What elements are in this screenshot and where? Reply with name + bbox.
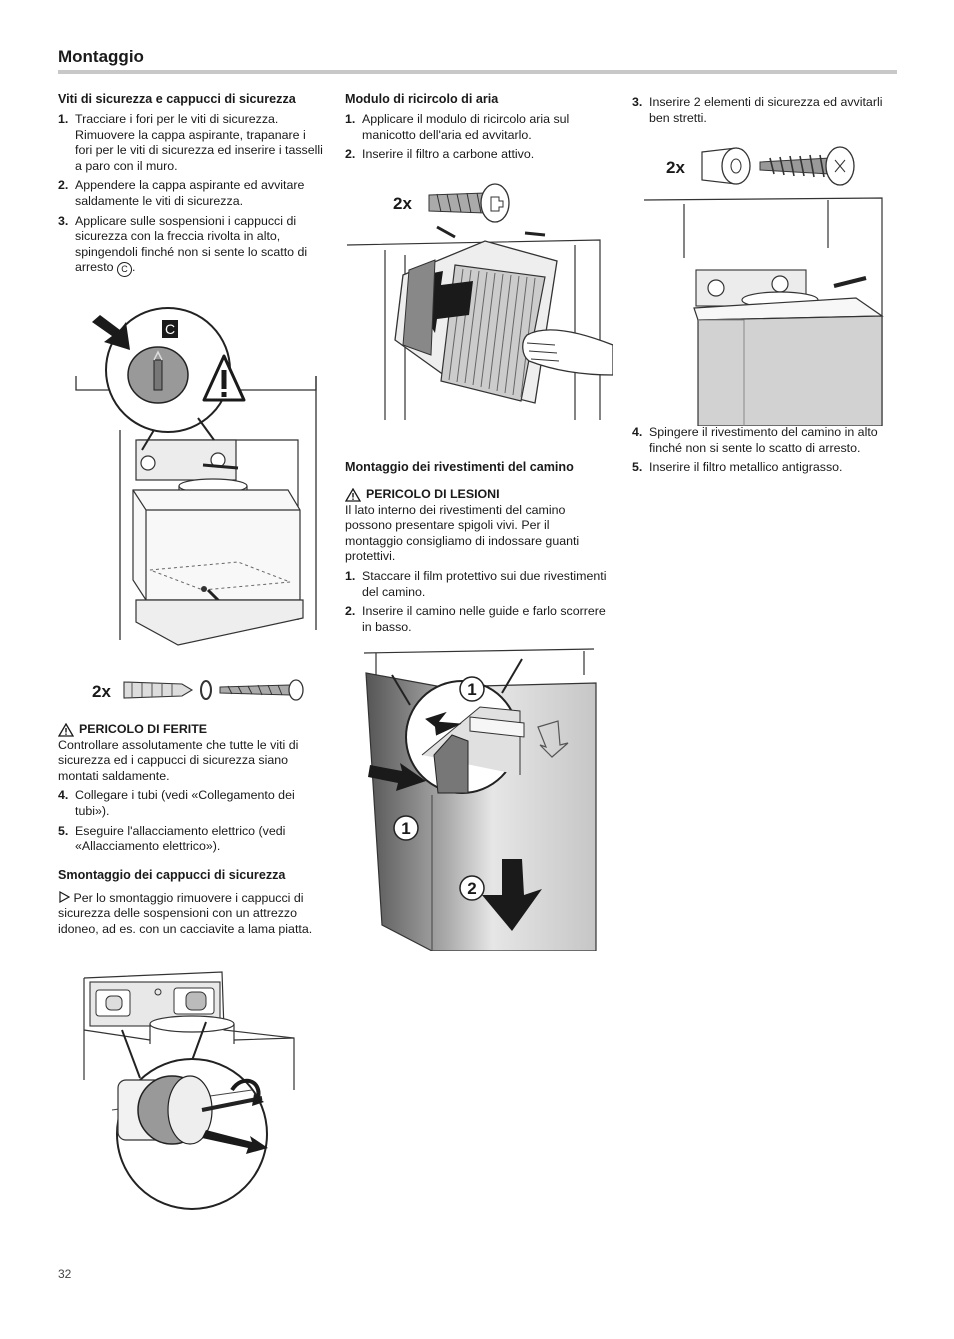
step-text: Inserire 2 elementi di sicurezza ed avvi… xyxy=(649,95,883,125)
figure-label-2: 2 xyxy=(467,879,476,898)
column-3-lower: 4. Spingere il rivestimento del camino in… xyxy=(632,425,898,480)
figure-label-2x: 2x xyxy=(92,682,111,701)
steps-list: 1. Tracciare i fori per le viti di sicure… xyxy=(58,112,324,278)
step-text: Inserire il filtro a carbone attivo. xyxy=(362,147,535,162)
step-number: 1. xyxy=(345,112,356,126)
list-item: 3. Applicare sulle sospensioni i cappucci… xyxy=(58,214,324,278)
column-1-lower: PERICOLO DI FERITE Controllare assolutam… xyxy=(58,722,324,938)
list-item: 4. Spingere il rivestimento del camino in… xyxy=(632,425,898,456)
title-divider xyxy=(58,70,897,74)
figure-cap-removal xyxy=(83,971,295,1210)
list-item: 1. Applicare il modulo di ricircolo aria … xyxy=(345,112,609,143)
warning-heading: PERICOLO DI LESIONI xyxy=(345,487,609,503)
list-item: 2. Inserire il filtro a carbone attivo. xyxy=(345,147,609,163)
column-3: 3. Inserire 2 elementi di sicurezza ed av… xyxy=(632,95,898,130)
step-number: 4. xyxy=(632,425,643,439)
page-title: Montaggio xyxy=(58,47,144,66)
list-item: 3. Inserire 2 elementi di sicurezza ed av… xyxy=(632,95,898,126)
step-number: 2. xyxy=(58,178,69,193)
step-text: Applicare sulle sospensioni i cappucci d… xyxy=(75,213,308,275)
list-item: 5. Eseguire l'allacciamento elettrico (ve… xyxy=(58,824,324,855)
steps-list: 1. Applicare il modulo di ricircolo aria … xyxy=(345,112,609,163)
step-number: 5. xyxy=(632,460,643,475)
list-item: 1. Tracciare i fori per le viti di sicure… xyxy=(58,112,324,174)
figure-recirculation-module: 2x xyxy=(346,183,613,420)
tip-paragraph: Per lo smontaggio rimuovere i cappucci d… xyxy=(58,890,324,938)
list-item: 1. Staccare il film protettivo sui due ri… xyxy=(345,569,609,600)
step-text: Staccare il film protettivo sui due rive… xyxy=(362,568,607,599)
list-item: 4. Collegare i tubi (vedi «Collegamento d… xyxy=(58,788,324,819)
step-number: 3. xyxy=(632,95,643,109)
warning-heading: PERICOLO DI FERITE xyxy=(58,722,324,738)
warning-text: Controllare assolutamente che tutte le v… xyxy=(58,737,299,783)
steps-list: 4. Spingere il rivestimento del camino in… xyxy=(632,425,898,476)
tip-text: Per lo smontaggio rimuovere i cappucci d… xyxy=(58,890,313,936)
step-text: Tracciare i fori per le viti di sicurezz… xyxy=(75,112,323,173)
step-text: Eseguire l'allacciamento elettrico (vedi… xyxy=(75,823,286,854)
steps-list: 4. Collegare i tubi (vedi «Collegamento d… xyxy=(58,788,324,854)
step-text: Spingere il rivestimento del camino in a… xyxy=(649,425,878,455)
column-2-lower: Montaggio dei rivestimenti del camino PE… xyxy=(345,459,609,639)
step-number: 1. xyxy=(58,112,69,126)
step-text: Inserire il filtro metallico antigrasso. xyxy=(649,460,843,475)
step-number: 3. xyxy=(58,213,69,228)
play-arrow-icon xyxy=(59,890,70,903)
step-number: 2. xyxy=(345,604,356,619)
step-text: Inserire il camino nelle guide e farlo s… xyxy=(362,604,606,634)
list-item: 2. Inserire il camino nelle guide e farlo… xyxy=(345,604,609,635)
step-text: Appendere la cappa aspirante ed avvitare… xyxy=(75,178,305,208)
section-title-chimney: Montaggio dei rivestimenti del camino xyxy=(345,460,574,474)
figure-safety-screws: C 2x xyxy=(75,307,317,701)
warning-title: PERICOLO DI FERITE xyxy=(79,722,208,736)
column-1: Viti di sicurezza e cappucci di sicurezz… xyxy=(58,91,324,281)
steps-list: 1. Staccare il film protettivo sui due ri… xyxy=(345,569,609,635)
section-title-removal: Smontaggio dei cappucci di sicurezza xyxy=(58,867,286,882)
figure-label-2x: 2x xyxy=(393,194,412,213)
step-text: Collegare i tubi (vedi «Collegamento dei… xyxy=(75,788,295,818)
figure-chimney-cover: 1 1 2 xyxy=(363,648,597,951)
list-item: 5. Inserire il filtro metallico antigrass… xyxy=(632,460,898,476)
figure-label-2x: 2x xyxy=(666,158,685,177)
step-number: 4. xyxy=(58,788,69,803)
figure-label-1a: 1 xyxy=(467,680,476,699)
warning-icon xyxy=(58,722,74,737)
page-number: 32 xyxy=(58,1267,72,1281)
step-text: Applicare il modulo di ricircolo aria su… xyxy=(362,112,570,142)
figure-label-1b: 1 xyxy=(401,819,410,838)
figure-label-c: C xyxy=(165,321,175,337)
warning-text: Il lato interno dei rivestimenti del cam… xyxy=(345,502,580,564)
list-item: 2. Appendere la cappa aspirante ed avvita… xyxy=(58,178,324,209)
step-number: 2. xyxy=(345,147,356,162)
step-number: 1. xyxy=(345,568,356,583)
section-title-recirculation: Modulo di ricircolo di aria xyxy=(345,92,499,106)
figure-safety-elements: 2x xyxy=(643,146,884,426)
steps-list: 3. Inserire 2 elementi di sicurezza ed av… xyxy=(632,95,898,126)
warning-icon xyxy=(345,487,361,502)
circle-c-symbol: C xyxy=(117,262,133,278)
column-2: Modulo di ricircolo di aria 1. Applicare … xyxy=(345,91,609,167)
step-number: 5. xyxy=(58,823,69,838)
section-title-safety-screws: Viti di sicurezza e cappucci di sicurezz… xyxy=(58,92,296,106)
warning-title: PERICOLO DI LESIONI xyxy=(366,487,500,501)
